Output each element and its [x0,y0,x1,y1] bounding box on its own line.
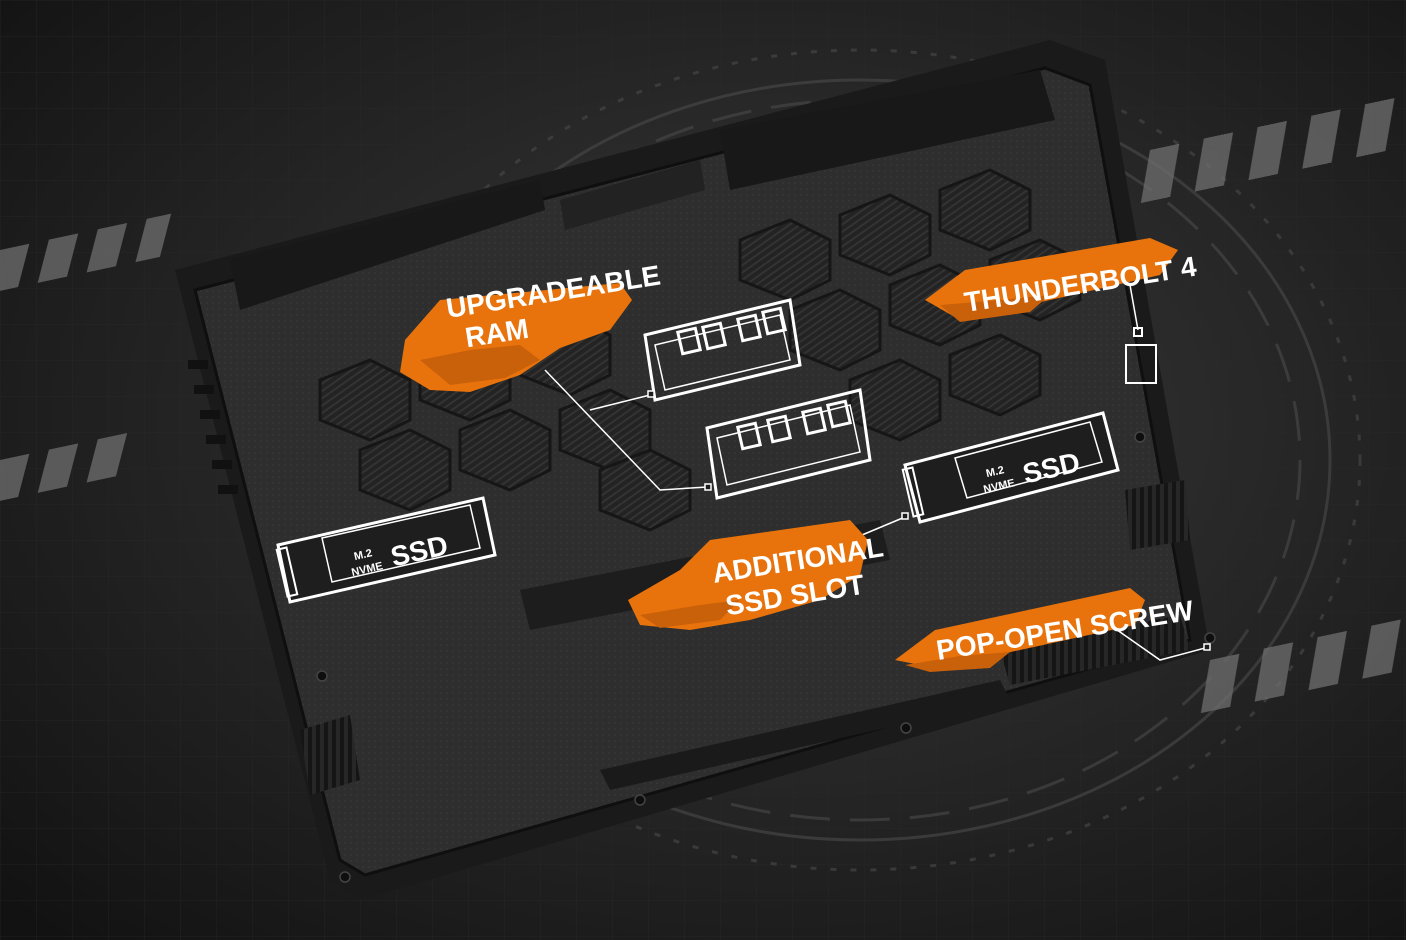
callout-ssd-slot: ADDITIONAL SSD SLOT [628,520,885,630]
hazard-stripes [0,98,1401,714]
ssd-card-right: M.2 NVME SSD [901,411,1120,524]
ssd-card-left: M.2 NVME SSD [275,496,497,604]
ram-module-bottom [705,388,872,500]
leader-lines [544,284,1211,661]
ssd-left-label-m2: M.2 [353,547,374,563]
ram-module-top [643,298,802,402]
ssd-right-label-m2: M.2 [985,464,1006,480]
laptop-chassis [175,40,1216,900]
